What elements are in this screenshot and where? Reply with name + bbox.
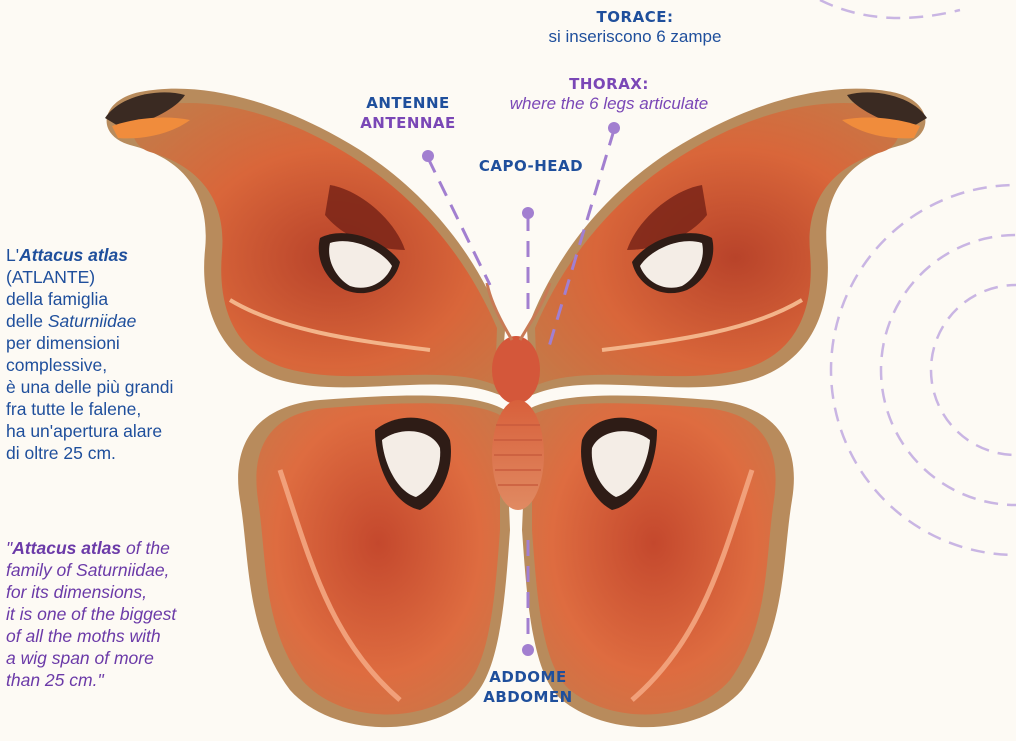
torace-title: TORACE: [525,7,745,27]
addome-it: ADDOME [466,667,590,687]
thorax-shape [492,336,540,404]
desc-it-line: ha un'apertura alare [6,420,173,442]
antennae-en: ANTENNAE [352,113,464,133]
label-torace: TORACE: si inseriscono 6 zampe [525,7,745,47]
label-antenne: ANTENNE ANTENNAE [352,93,464,133]
desc-it-family: Saturniidae [48,311,137,331]
desc-it-line: (ATLANTE) [6,266,173,288]
desc-it-line: di oltre 25 cm. [6,442,173,464]
thorax-title: THORAX: [484,74,734,94]
desc-en-line-name: "Attacus atlas of the [6,537,176,559]
desc-en-line: than 25 cm." [6,669,176,691]
desc-it-line: per dimensioni [6,332,173,354]
desc-en-line: a wig span of more [6,647,176,669]
desc-it-species: Attacus atlas [19,245,128,265]
antenne-it: ANTENNE [352,93,464,113]
desc-en-line: of all the moths with [6,625,176,647]
decorative-arcs [820,0,1016,555]
description-english: "Attacus atlas of the family of Saturnii… [6,537,176,691]
desc-it-line: della famiglia [6,288,173,310]
right-forewing [527,89,927,395]
description-italian: L'Attacus atlas (ATLANTE) della famiglia… [6,244,173,464]
desc-en-line: family of Saturniidae, [6,559,176,581]
label-addome: ADDOME ABDOMEN [466,667,590,707]
desc-en-line: for its dimensions, [6,581,176,603]
thorax-text: where the 6 legs articulate [484,94,734,114]
desc-it-line: è una delle più grandi [6,376,173,398]
desc-it-line-family: delle Saturniidae [6,310,173,332]
label-thorax: THORAX: where the 6 legs articulate [484,74,734,114]
desc-en-line: it is one of the biggest [6,603,176,625]
label-capo-head: CAPO-HEAD [470,156,592,176]
desc-en-first-rest: of the [121,538,170,558]
desc-it-line: complessive, [6,354,173,376]
desc-it-family-prefix: delle [6,311,48,331]
desc-it-prefix: L' [6,245,19,265]
desc-it-line: fra tutte le falene, [6,398,173,420]
abdomen-en: ABDOMEN [466,687,590,707]
torace-text: si inseriscono 6 zampe [525,27,745,47]
desc-it-line-name: L'Attacus atlas [6,244,173,266]
desc-en-species: Attacus atlas [12,538,121,558]
